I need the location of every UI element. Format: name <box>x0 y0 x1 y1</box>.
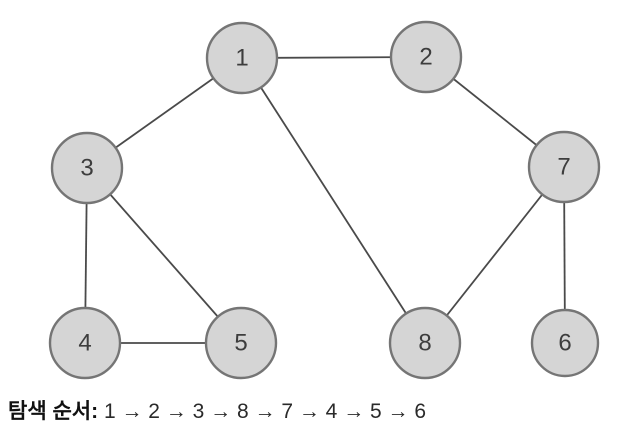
graph-node-label-3: 3 <box>80 155 93 182</box>
graph-node-6: 6 <box>530 308 600 378</box>
graph-node-circle-5 <box>204 306 278 380</box>
graph-node-2: 2 <box>389 20 463 94</box>
graph-node-circle-2 <box>389 20 463 94</box>
search-order-label: 탐색 순서: <box>8 400 99 423</box>
graph-node-5: 5 <box>204 306 278 380</box>
graph-node-4: 4 <box>48 306 122 380</box>
search-order-sequence: 1 → 2 → 3 → 8 → 7 → 4 → 5 → 6 <box>98 400 427 423</box>
graph-node-label-1: 1 <box>235 45 248 72</box>
graph-node-label-8: 8 <box>418 330 431 357</box>
graph-edge-7-8 <box>424 166 565 344</box>
graph-node-1: 1 <box>205 21 279 95</box>
graph-edge-1-8 <box>241 57 426 344</box>
graph-node-circle-1 <box>205 21 279 95</box>
graph-node-label-4: 4 <box>78 330 91 357</box>
graph-node-8: 8 <box>388 306 462 380</box>
graph-node-label-6: 6 <box>558 330 571 357</box>
graph-node-circle-3 <box>50 131 124 205</box>
graph-node-label-7: 7 <box>557 154 570 181</box>
graph-node-label-5: 5 <box>234 330 247 357</box>
graph-node-circle-7 <box>527 130 601 204</box>
graph-node-label-2: 2 <box>419 44 432 71</box>
edges-layer <box>84 56 566 344</box>
search-order-caption: 탐색 순서: 1 → 2 → 3 → 8 → 7 → 4 → 5 → 6 <box>8 396 632 430</box>
graph-node-circle-6 <box>530 308 600 378</box>
graph-node-7: 7 <box>527 130 601 204</box>
graph-edge-3-5 <box>86 167 242 344</box>
graph-node-3: 3 <box>50 131 124 205</box>
graph-node-circle-8 <box>388 306 462 380</box>
nodes-layer: 1 2 3 7 4 5 8 6 <box>48 20 601 380</box>
graph-node-circle-4 <box>48 306 122 380</box>
